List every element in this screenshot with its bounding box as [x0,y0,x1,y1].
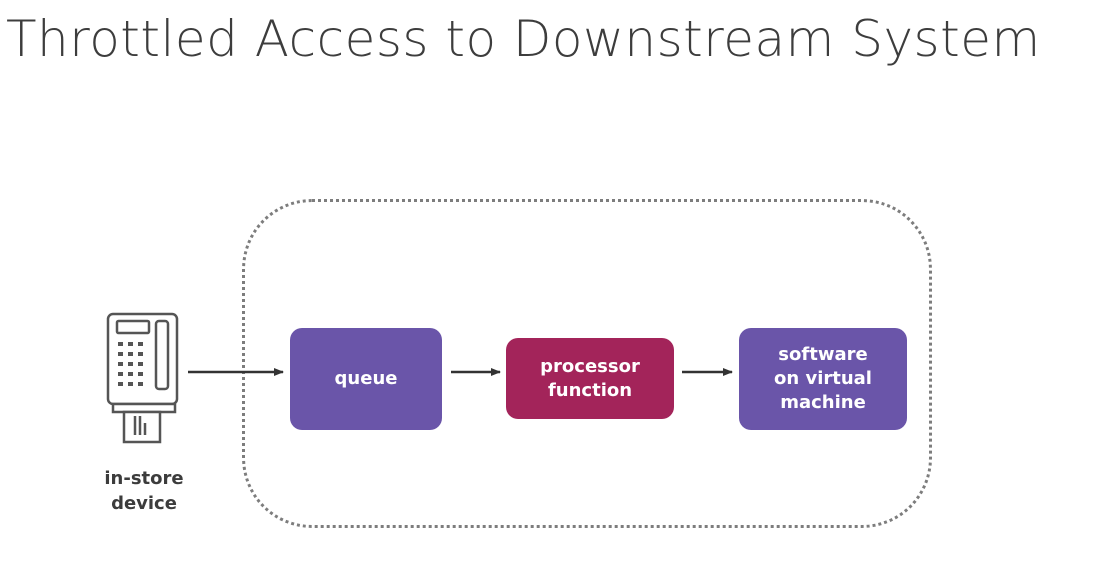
in-store-device-label: in-store device [104,468,184,514]
software-on-vm-label: software on virtual machine [774,344,872,413]
queue-node: queue [290,328,442,430]
queue-label: queue [334,368,398,389]
processor-function-label: processor function [540,355,640,401]
processor-function-node: processor function [506,338,674,419]
slide-title: Throttled Access to Downstream System [6,10,1041,68]
system-boundary [242,199,932,528]
keypad-icon [118,342,143,386]
software-on-vm-node: software on virtual machine [739,328,907,430]
card-terminal-icon [106,312,179,444]
